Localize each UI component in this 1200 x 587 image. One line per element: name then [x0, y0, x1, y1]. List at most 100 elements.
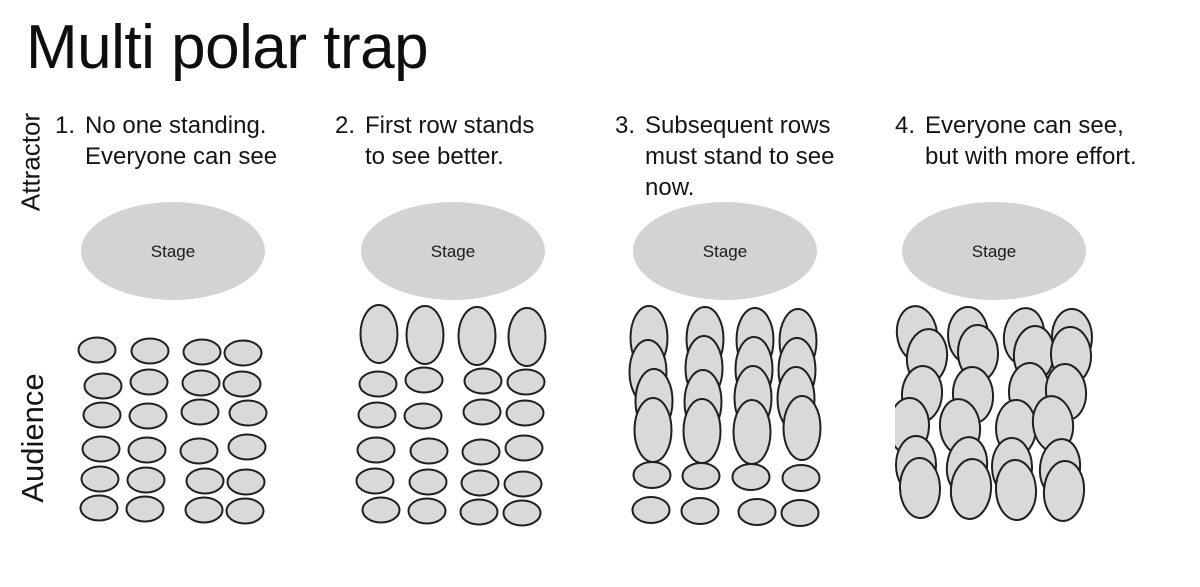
caption-line: but with more effort. [925, 143, 1137, 170]
axis-label-attractor: Attractor [15, 112, 46, 212]
panel-scene: Stage [895, 202, 1094, 522]
panel-number: 2. [335, 112, 356, 139]
audience-member-sitting [631, 496, 671, 524]
audience-member-sitting [737, 498, 777, 526]
audience-member-sitting [681, 462, 721, 490]
stage-label: Stage [703, 242, 747, 261]
panel-number: 1. [55, 112, 76, 139]
audience-member-sitting [403, 402, 443, 430]
audience-member-sitting [83, 372, 123, 400]
audience-member-sitting [179, 437, 219, 465]
audience-member-sitting [81, 435, 121, 463]
audience-member-standing [633, 397, 673, 463]
audience-member-sitting [407, 497, 447, 525]
caption-line: Everyone can see [85, 143, 278, 170]
audience-member-sitting [127, 436, 167, 464]
audience-member-sitting [408, 468, 448, 496]
audience-member-sitting [225, 497, 265, 525]
caption-line: Subsequent rows [645, 112, 831, 139]
audience-member-sitting [223, 339, 263, 367]
caption-line: must stand to see [645, 143, 835, 170]
audience-member-sitting [463, 367, 503, 395]
audience-member-standing [1042, 460, 1086, 522]
audience-member-standing [507, 307, 547, 367]
audience-member-sitting [459, 498, 499, 526]
panel-2: 2. First row stands to see better. Stage [335, 110, 620, 580]
panel-caption-lines: No one standing. Everyone can see [85, 110, 277, 172]
audience-member-standing [359, 304, 399, 364]
audience-member-sitting [460, 469, 500, 497]
caption-line: Everyone can see, [925, 112, 1124, 139]
stage-label: Stage [431, 242, 475, 261]
panel-caption: 2. First row stands to see better. [335, 110, 620, 172]
audience-member-sitting [129, 368, 169, 396]
audience-member-standing [782, 395, 822, 461]
caption-line: First row stands [365, 112, 535, 139]
audience-member-sitting [780, 499, 820, 527]
stage-ellipse [81, 202, 265, 300]
stage-label: Stage [151, 242, 195, 261]
stage-label: Stage [972, 242, 1016, 261]
panel-scene: Stage [355, 202, 547, 527]
audience-member-sitting [185, 467, 225, 495]
audience-member-sitting [505, 399, 545, 427]
audience-member-sitting [128, 402, 168, 430]
audience-member-sitting [228, 399, 268, 427]
audience-member-sitting [79, 494, 119, 522]
audience-member-sitting [680, 497, 720, 525]
audience-member-sitting [182, 338, 222, 366]
audience-member-standing [682, 398, 722, 464]
audience-member-sitting [461, 438, 501, 466]
panel-scene: Stage [628, 202, 822, 527]
panel-caption-lines: Everyone can see, but with more effort. [925, 110, 1137, 172]
audience-member-sitting [181, 369, 221, 397]
audience-member-sitting [126, 466, 166, 494]
audience-member-sitting [356, 436, 396, 464]
audience-member-sitting [504, 434, 544, 462]
audience-member-sitting [77, 336, 117, 364]
axis-label-audience: Audience [15, 373, 50, 503]
page-title: Multi polar trap [26, 13, 429, 82]
caption-line: to see better. [365, 143, 504, 170]
audience-member-sitting [506, 368, 546, 396]
audience-member-standing [949, 458, 993, 520]
audience-member-sitting [80, 465, 120, 493]
audience-member-sitting [82, 401, 122, 429]
audience-member-standing [898, 457, 942, 519]
audience-member-sitting [358, 370, 398, 398]
audience-member-standing [732, 399, 772, 465]
audience-member-sitting [226, 468, 266, 496]
panel-caption-lines: Subsequent rows must stand to see now. [645, 110, 834, 203]
audience-member-standing [457, 306, 497, 366]
panel-number: 4. [895, 112, 916, 139]
audience-member-sitting [409, 437, 449, 465]
stage-ellipse [361, 202, 545, 300]
panel-caption: 1. No one standing. Everyone can see [55, 110, 340, 172]
audience-member-sitting [180, 398, 220, 426]
caption-line: now. [645, 174, 695, 201]
stage-ellipse [902, 202, 1086, 300]
panel-4: 4. Everyone can see, but with more effort… [895, 110, 1180, 580]
audience-member-sitting [462, 398, 502, 426]
audience-member-sitting [361, 496, 401, 524]
audience-member-sitting [227, 433, 267, 461]
audience-member-sitting [357, 401, 397, 429]
audience-member-sitting [502, 499, 542, 527]
panel-1: 1. No one standing. Everyone can see Stag… [55, 110, 340, 580]
caption-line: No one standing. [85, 112, 267, 139]
stage-ellipse [633, 202, 817, 300]
panel-scene: Stage [77, 202, 268, 525]
audience-member-sitting [355, 467, 395, 495]
audience-member-sitting [130, 337, 170, 365]
audience-member-sitting [632, 461, 672, 489]
audience-member-sitting [184, 496, 224, 524]
panel-caption-lines: First row stands to see better. [365, 110, 534, 172]
audience-member-sitting [125, 495, 165, 523]
audience-member-sitting [781, 464, 821, 492]
audience-member-sitting [503, 470, 543, 498]
panel-caption: 3. Subsequent rows must stand to see now. [615, 110, 900, 203]
panel-number: 3. [615, 112, 636, 139]
audience-member-standing [994, 459, 1038, 521]
